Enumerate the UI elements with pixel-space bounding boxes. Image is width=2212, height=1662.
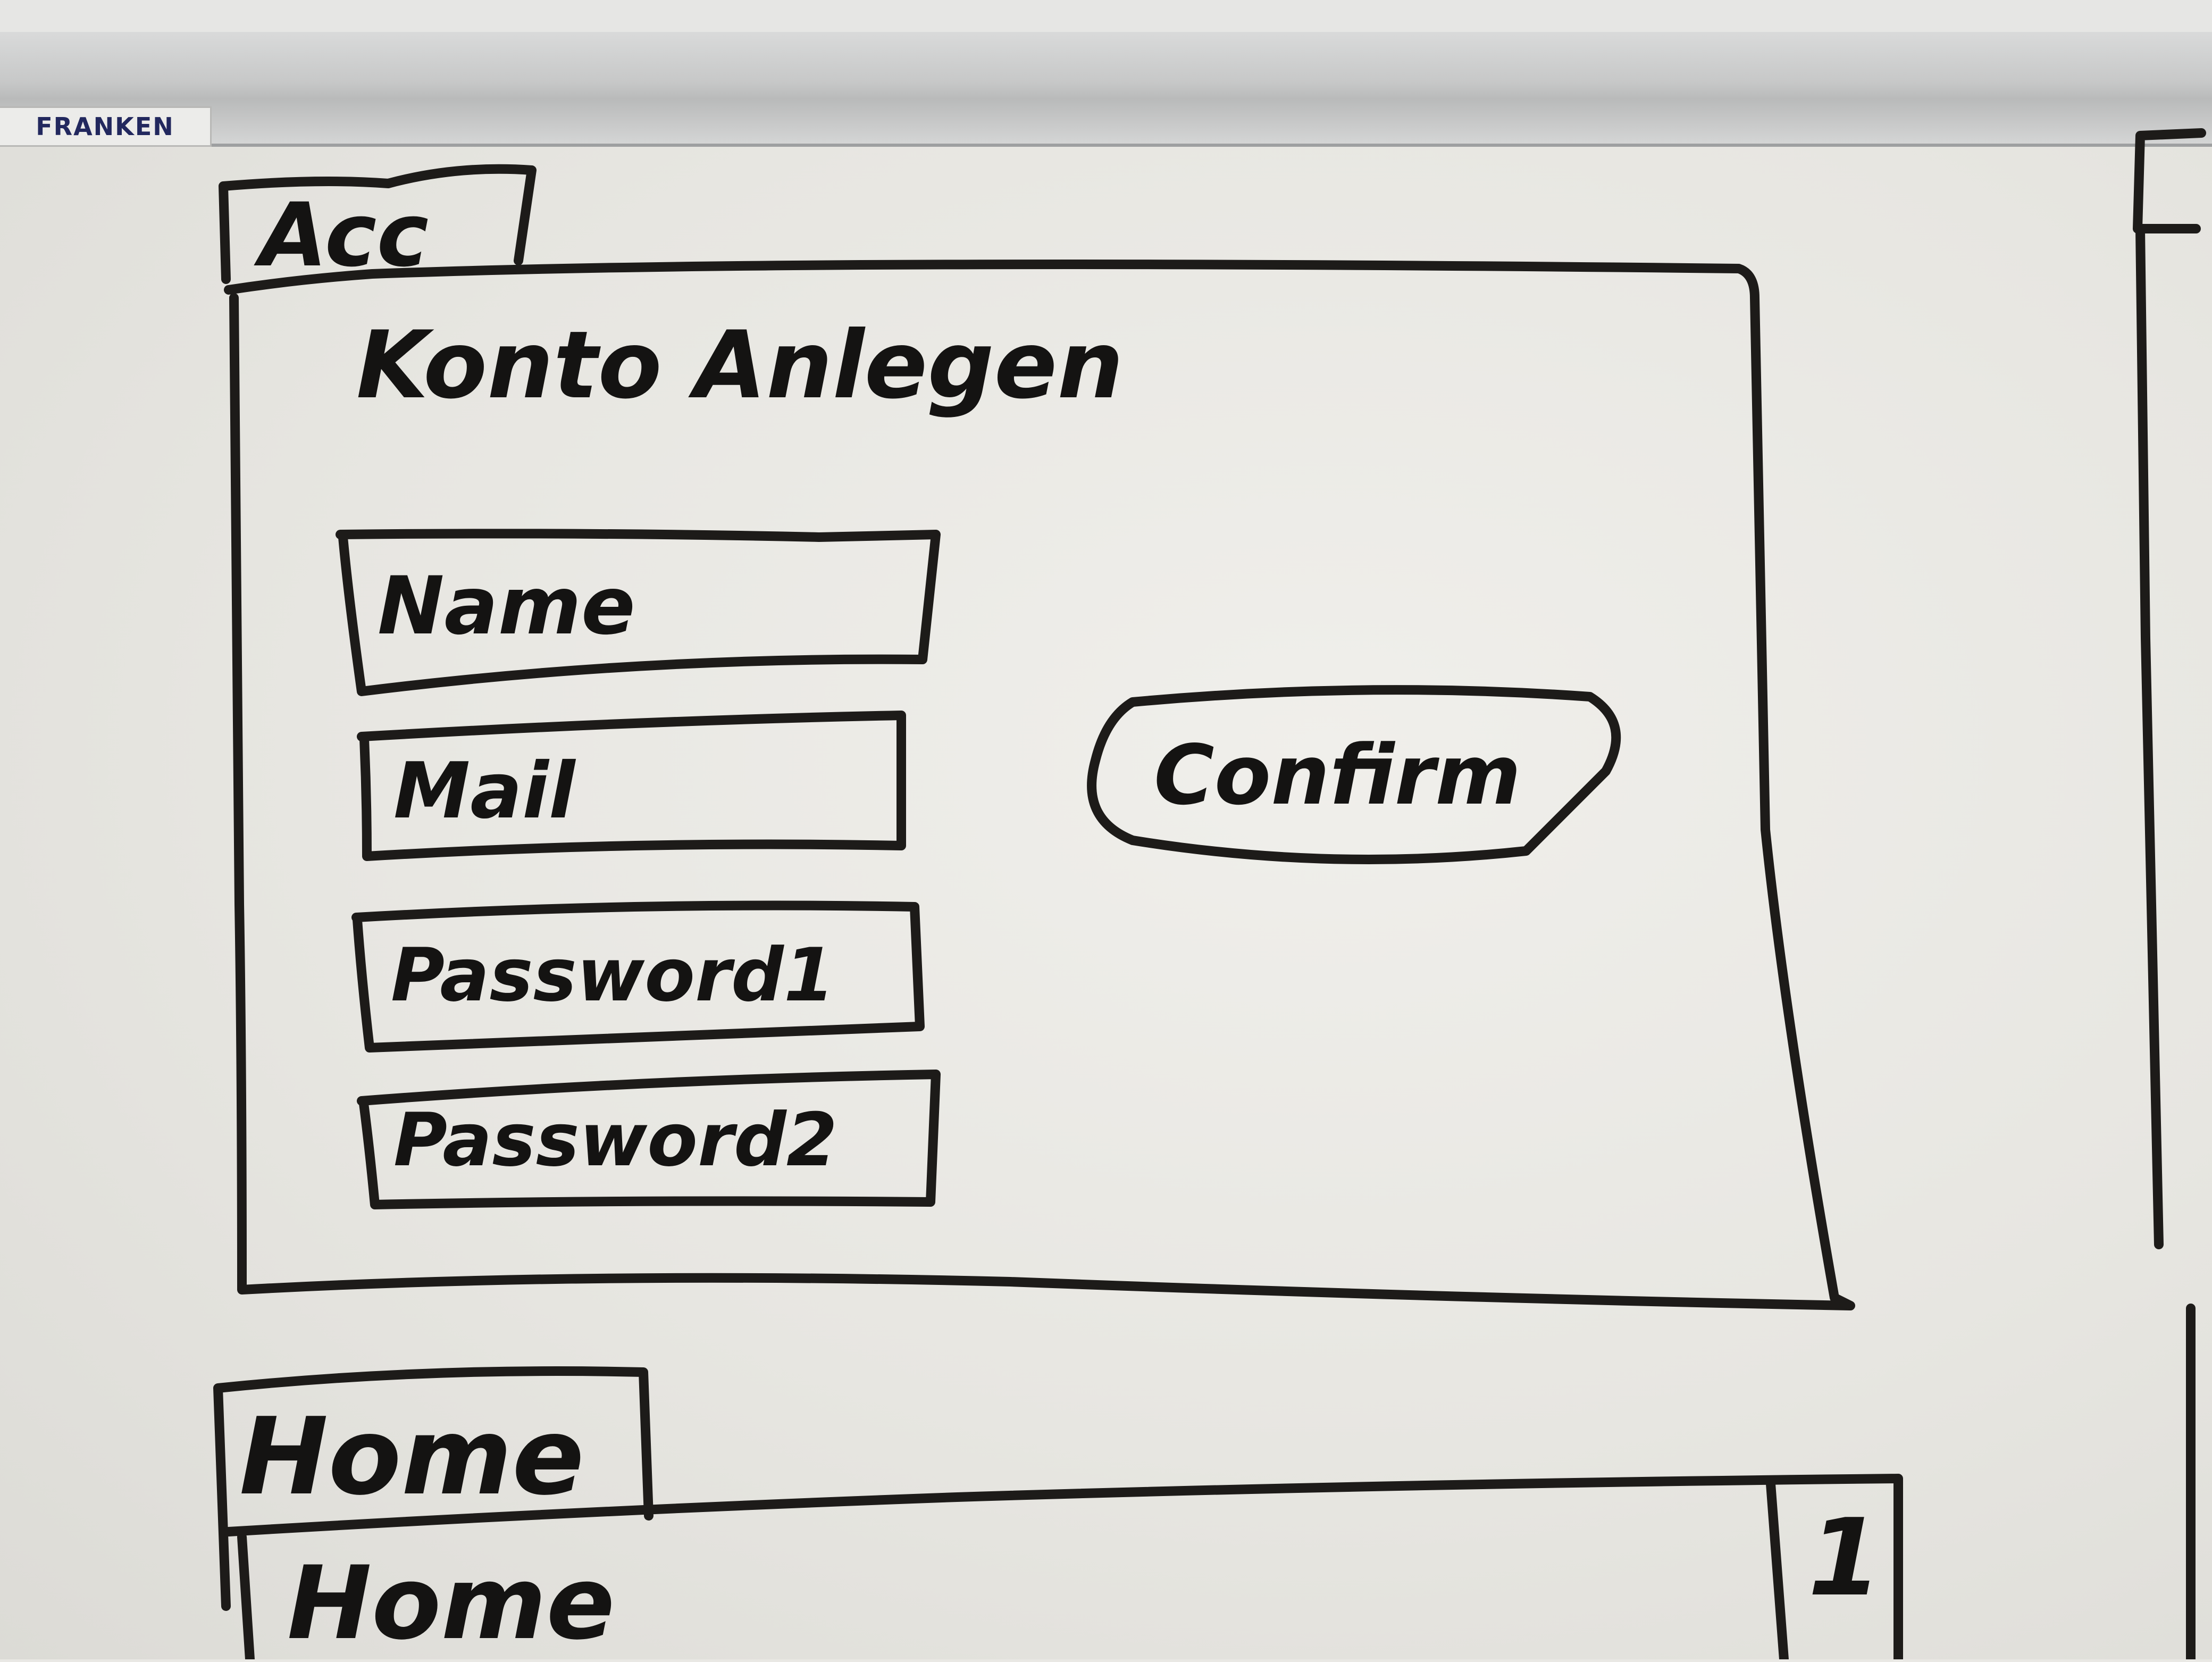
name-field-outline — [336, 529, 941, 696]
mail-placeholder: Mail — [393, 746, 575, 836]
account-window-frame — [224, 260, 1855, 1310]
home-corner-mark: 1 — [1808, 1496, 1882, 1620]
password1-field-outline — [351, 900, 925, 1053]
password2-field-outline — [357, 1070, 941, 1209]
password1-input[interactable]: Password1 — [362, 909, 917, 1042]
page-title: Konto Anlegen — [356, 312, 1124, 420]
name-input[interactable]: Name — [346, 537, 925, 681]
confirm-button[interactable]: Confirm — [1095, 691, 1606, 867]
password1-placeholder: Password1 — [391, 932, 835, 1018]
mail-input[interactable]: Mail — [367, 723, 899, 851]
home-window-frame — [224, 1474, 1903, 1659]
wall — [0, 0, 2212, 32]
whiteboard-frame — [0, 32, 2212, 147]
acc-tab-outline — [219, 164, 537, 284]
whiteboard-surface — [0, 147, 2212, 1659]
home-tab-outline — [213, 1366, 653, 1611]
brand-label: FRANKEN — [0, 106, 212, 147]
acc-tab-label[interactable]: Acc — [259, 184, 429, 286]
password2-input[interactable]: Password2 — [367, 1080, 931, 1207]
mail-field-outline — [357, 711, 906, 861]
home-tab-label[interactable]: Home — [239, 1395, 584, 1519]
next-screen-edge — [2133, 128, 2206, 1659]
name-placeholder: Name — [378, 560, 635, 653]
home-title: Home — [287, 1544, 615, 1662]
confirm-label: Confirm — [1154, 727, 1521, 823]
confirm-button-outline — [1087, 685, 1621, 864]
password2-placeholder: Password2 — [393, 1097, 837, 1183]
home-corner-divider — [1766, 1479, 1789, 1659]
brand-text: FRANKEN — [36, 112, 174, 141]
